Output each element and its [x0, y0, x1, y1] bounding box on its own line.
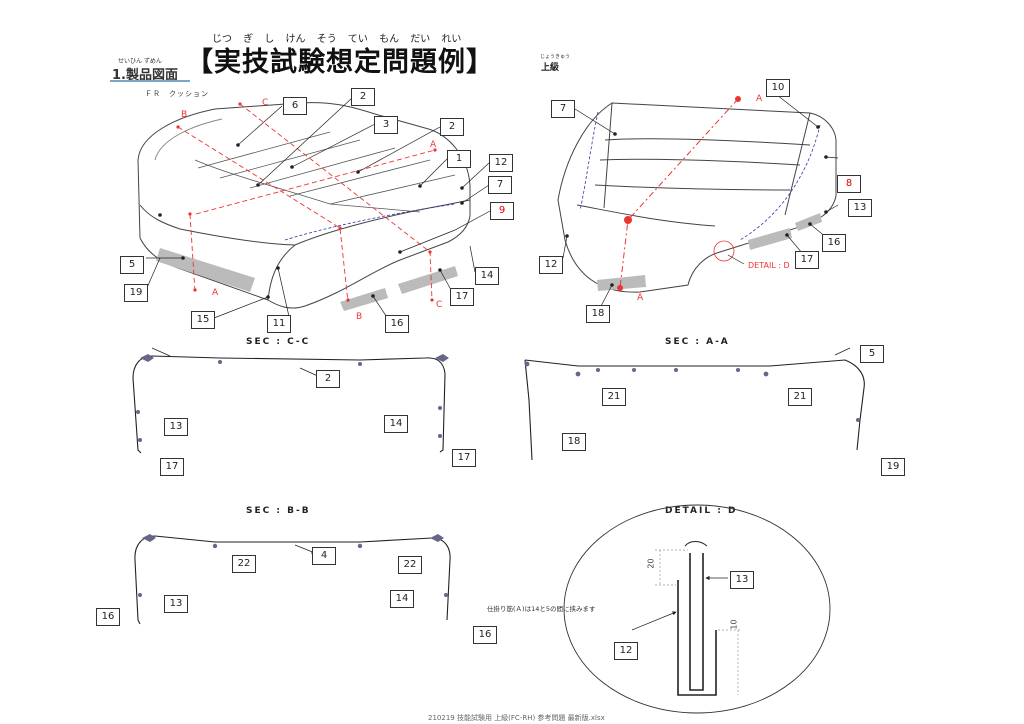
- right-leader-dots: [565, 125, 828, 287]
- left-leader-lines: [145, 97, 491, 323]
- callout-aa-5: 5: [860, 345, 884, 363]
- callout-aa-21-right: 21: [788, 388, 812, 406]
- callout-11: 11: [267, 315, 291, 333]
- detail-d-profile: [677, 541, 717, 696]
- callout-cc-17-left: 17: [160, 458, 184, 476]
- level-furigana: じょうきゅう: [540, 54, 571, 60]
- left-cut-points: [176, 102, 437, 302]
- section-title-bb: SEC : B-B: [246, 506, 311, 516]
- callout-6: 6: [283, 97, 307, 115]
- section-title-aa: SEC : A-A: [665, 337, 730, 347]
- callout-bb-13: 13: [164, 595, 188, 613]
- right-cushion-pads: [597, 213, 822, 291]
- callout-1: 1: [447, 150, 471, 168]
- dimension-10: 10: [729, 619, 739, 630]
- callout-bb-22-right: 22: [398, 556, 422, 574]
- callout-right-10: 10: [766, 79, 790, 97]
- callout-aa-21-left: 21: [602, 388, 626, 406]
- callout-19: 19: [124, 284, 148, 302]
- page-title: 【実技試験想定問題例】: [186, 47, 494, 78]
- left-leader-dots: [158, 143, 464, 299]
- callout-detail-13: 13: [730, 571, 754, 589]
- detail-d-leaders: [631, 575, 728, 631]
- section-bb-profile: [134, 535, 451, 625]
- section-label: 1.製品図面: [112, 68, 178, 83]
- callout-14: 14: [475, 267, 499, 285]
- section-title-detail: DETAIL : D: [665, 506, 738, 516]
- callout-cc-2: 2: [316, 370, 340, 388]
- section-bb-fasteners: [138, 534, 448, 597]
- callout-cc-17-right: 17: [452, 449, 476, 467]
- callout-bb-22-left: 22: [232, 555, 256, 573]
- callout-detail-12: 12: [614, 642, 638, 660]
- detail-d-boundary: [563, 504, 831, 714]
- cut-letter-a-top: A: [430, 140, 437, 150]
- callout-12: 12: [489, 154, 513, 172]
- callout-right-12: 12: [539, 256, 563, 274]
- callout-bb-4: 4: [312, 547, 336, 565]
- callout-cc-14: 14: [384, 415, 408, 433]
- section-aa-profile: [524, 347, 865, 461]
- cut-letter-b-top: B: [181, 110, 188, 120]
- callout-15: 15: [191, 311, 215, 329]
- sub-label: ＦＲ クッション: [145, 90, 209, 98]
- callout-7: 7: [488, 176, 512, 194]
- cut-letter-a-right-top: A: [756, 94, 763, 104]
- callout-cc-13: 13: [164, 418, 188, 436]
- callout-bb-16-right: 16: [473, 626, 497, 644]
- cut-letter-a-bottom: A: [212, 288, 219, 298]
- callout-right-8: 8: [837, 175, 861, 193]
- section-cc-profile: [132, 347, 446, 454]
- callout-9: 9: [490, 202, 514, 220]
- cut-letter-a-right-bottom: A: [637, 293, 644, 303]
- callout-right-18: 18: [586, 305, 610, 323]
- callout-aa-19: 19: [881, 458, 905, 476]
- right-cut-points: [617, 96, 741, 291]
- callout-aa-18: 18: [562, 433, 586, 451]
- callout-right-13: 13: [848, 199, 872, 217]
- section-title-cc: SEC : C-C: [246, 337, 311, 347]
- left-cushion-pads: [156, 248, 458, 311]
- callout-bb-14: 14: [390, 590, 414, 608]
- cut-letter-b-bottom: B: [356, 312, 363, 322]
- callout-16: 16: [385, 315, 409, 333]
- right-cut-line: [619, 98, 739, 289]
- callout-right-16: 16: [822, 234, 846, 252]
- section-furigana: せいひん ずめん: [118, 58, 162, 65]
- section-cc-fasteners: [136, 354, 449, 442]
- callout-bb-16-left: 16: [96, 608, 120, 626]
- detail-d-reference: DETAIL : D: [748, 261, 790, 270]
- title-furigana: じつ ぎ し けん そう てい もん だい れい: [212, 34, 462, 45]
- callout-right-17: 17: [795, 251, 819, 269]
- cut-letter-c-bottom: C: [436, 300, 443, 310]
- callout-4: 2: [351, 88, 375, 106]
- section-aa-fasteners: [524, 361, 860, 422]
- cut-letter-c-top: C: [262, 98, 269, 108]
- detail-d-dimensions: [655, 549, 742, 695]
- callout-2: 2: [440, 118, 464, 136]
- dimension-20: 20: [646, 558, 656, 569]
- callout-17: 17: [450, 288, 474, 306]
- section-underline: [110, 80, 190, 82]
- footer-filename: 210219 技能試験用 上級(FC-RH) 参考問題 最新版.xlsx: [428, 714, 605, 722]
- callout-3: 3: [374, 116, 398, 134]
- callout-5: 5: [120, 256, 144, 274]
- assembly-note: 仕掛り筋(Ａ)は14と5の間に挟みます: [487, 605, 596, 613]
- level-label: 上級: [541, 63, 560, 73]
- callout-right-7: 7: [551, 100, 575, 118]
